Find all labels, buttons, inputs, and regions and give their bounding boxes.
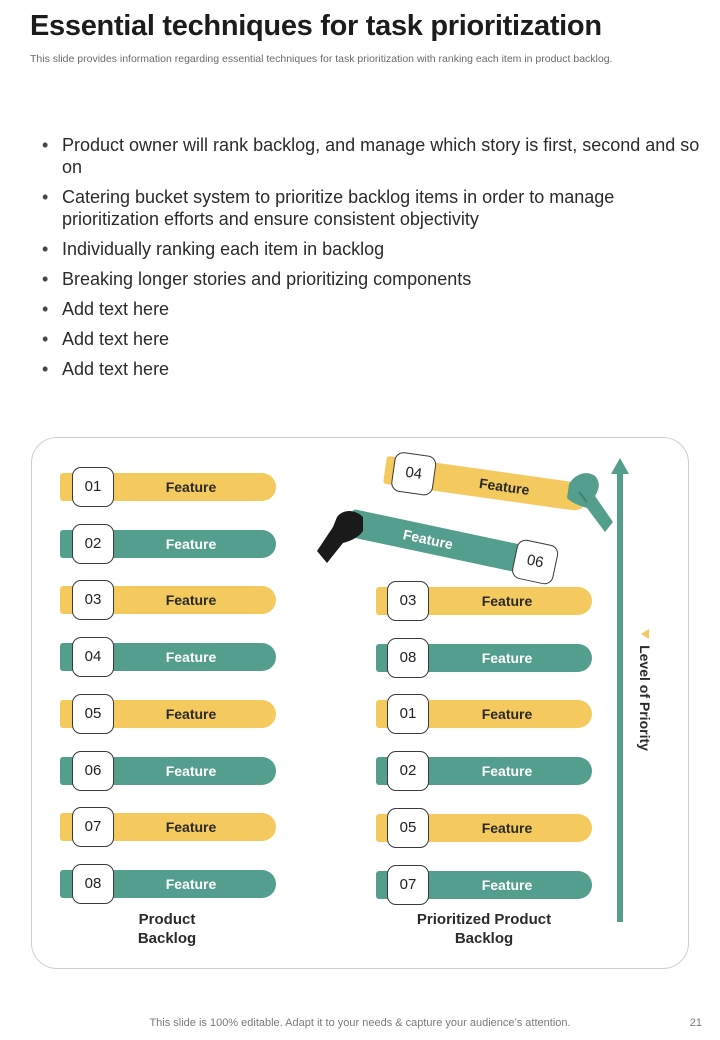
rank-number: 02	[387, 751, 429, 791]
rank-number: 05	[387, 808, 429, 848]
black-hand-icon	[315, 507, 365, 565]
feature-label: Feature	[120, 757, 262, 785]
rank-number: 01	[72, 467, 114, 507]
rank-number: 01	[387, 694, 429, 734]
feature-label: Feature	[120, 586, 262, 614]
rank-number: 06	[510, 538, 559, 586]
rank-number: 04	[72, 637, 114, 677]
bullet-item: Individually ranking each item in backlo…	[40, 238, 705, 260]
bullet-item: Breaking longer stories and prioritizing…	[40, 268, 705, 290]
bullet-list: Product owner will rank backlog, and man…	[40, 134, 705, 388]
rank-number: 05	[72, 694, 114, 734]
slide-subtitle: This slide provides information regardin…	[30, 53, 620, 66]
rank-number: 07	[72, 807, 114, 847]
bullet-item: Product owner will rank backlog, and man…	[40, 134, 705, 178]
prioritized-backlog-label: Prioritized Product Backlog	[404, 910, 564, 948]
feature-label: Feature	[120, 870, 262, 898]
bullet-item: Catering bucket system to prioritize bac…	[40, 186, 705, 230]
feature-label: Feature	[120, 643, 262, 671]
feature-label: Feature	[436, 700, 578, 728]
product-backlog-label: Product Backlog	[117, 910, 217, 948]
feature-label: Feature	[120, 473, 262, 501]
feature-label: Feature	[436, 871, 578, 899]
footer-text: This slide is 100% editable. Adapt it to…	[0, 1017, 720, 1029]
bullet-item: Add text here	[40, 298, 705, 320]
feature-label: Feature	[436, 757, 578, 785]
rank-number: 07	[387, 865, 429, 905]
feature-label: Feature	[120, 813, 262, 841]
rank-number: 08	[387, 638, 429, 678]
feature-label: Feature	[436, 814, 578, 842]
feature-label: Feature	[436, 587, 578, 615]
priority-arrow-line	[617, 472, 623, 922]
rank-number: 04	[390, 451, 437, 496]
rank-number: 08	[72, 864, 114, 904]
feature-label: Feature	[436, 644, 578, 672]
bullet-item: Add text here	[40, 358, 705, 380]
page-number: 21	[690, 1017, 702, 1029]
rank-number: 06	[72, 751, 114, 791]
bullet-item: Add text here	[40, 328, 705, 350]
rank-number: 02	[72, 524, 114, 564]
feature-label: Feature	[120, 530, 262, 558]
teal-hand-icon	[565, 468, 615, 534]
feature-label: Feature	[120, 700, 262, 728]
priority-axis-label: Level of Priority	[634, 598, 656, 798]
rank-number: 03	[387, 581, 429, 621]
slide-title: Essential techniques for task prioritiza…	[30, 10, 700, 43]
rank-number: 03	[72, 580, 114, 620]
